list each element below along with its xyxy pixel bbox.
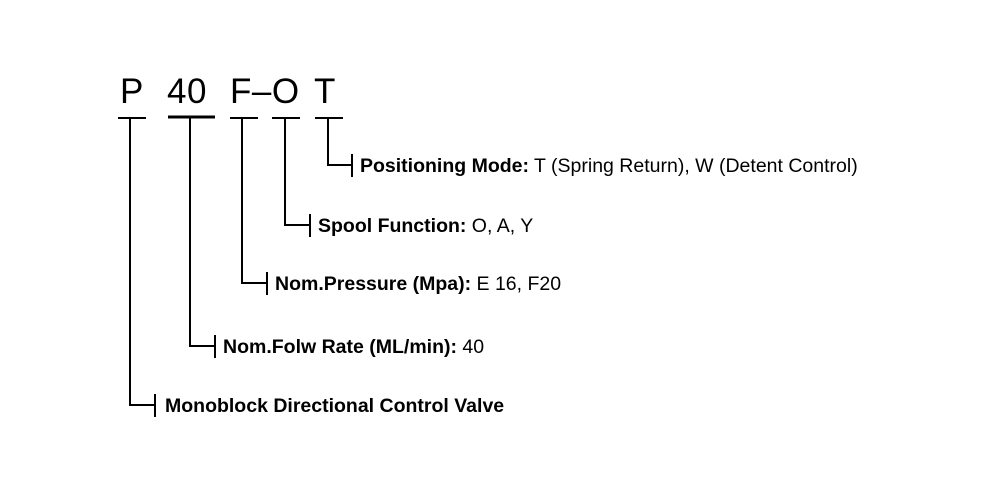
callout-field-nominal-flow-rate: Nom.Folw Rate (ML/min): — [223, 336, 457, 358]
leader-nominal-pressure — [240, 118, 267, 285]
callout-spool-function: Spool Function: O, A, Y — [318, 213, 533, 239]
code-segment-flow-rate: 40 — [167, 72, 207, 111]
callout-product-name: Monoblock Directional Control Valve — [165, 393, 504, 419]
model-code-row: P 40 F–O T — [0, 70, 1000, 118]
leader-spool-function — [283, 118, 310, 227]
callout-field-product-name: Monoblock Directional Control Valve — [165, 395, 505, 417]
callout-value-spool-function: O, A, Y — [466, 215, 534, 237]
callout-value-nominal-flow-rate: 40 — [456, 336, 485, 358]
callout-field-nominal-pressure: Nom.Pressure (Mpa): — [275, 273, 472, 295]
callout-nominal-flow-rate: Nom.Folw Rate (ML/min): 40 — [223, 334, 484, 360]
callout-value-nominal-pressure: E 16, F20 — [471, 273, 562, 295]
callout-positioning-mode: Positioning Mode: T (Spring Return), W (… — [360, 153, 858, 179]
code-segment-pressure-spool: F–O — [230, 72, 300, 111]
code-segment-series: P — [120, 72, 144, 111]
leader-positioning-mode — [326, 118, 352, 167]
callout-field-spool-function: Spool Function: — [318, 215, 467, 237]
callout-field-positioning-mode: Positioning Mode: — [360, 155, 529, 177]
callout-value-positioning-mode: T (Spring Return), W (Detent Control) — [528, 155, 858, 177]
leader-nominal-flow-rate — [188, 117, 215, 348]
leader-product-name — [128, 118, 155, 407]
callout-nominal-pressure: Nom.Pressure (Mpa): E 16, F20 — [275, 271, 561, 297]
code-segment-positioning: T — [314, 72, 336, 111]
